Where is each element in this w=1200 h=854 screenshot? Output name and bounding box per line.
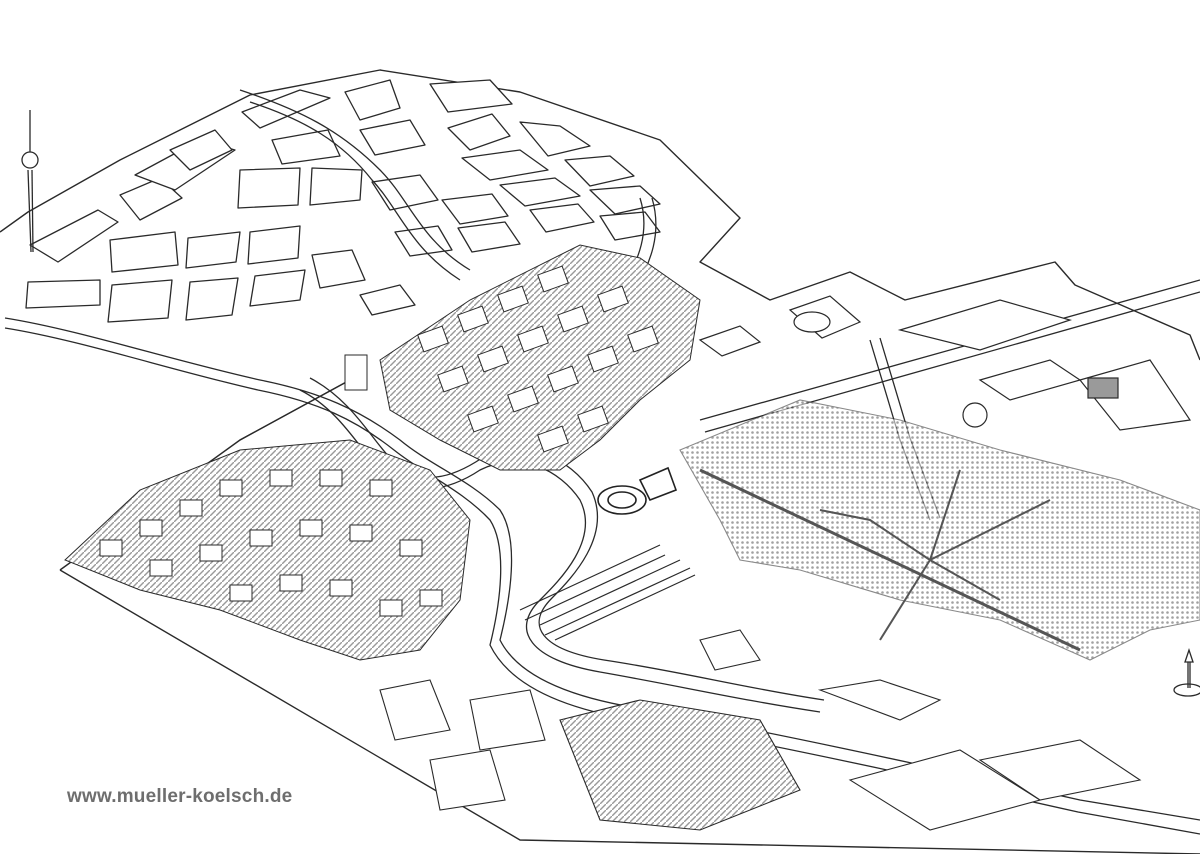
west-district-buildings [64, 439, 471, 661]
victory-column-icon [1173, 647, 1200, 697]
park-area [679, 399, 1200, 661]
central-district-buildings [344, 244, 701, 471]
website-watermark: www.mueller-koelsch.de [67, 786, 293, 807]
southeast-blocks [379, 629, 1142, 831]
tv-tower-icon [21, 110, 39, 253]
northeast-blocks [698, 295, 1192, 431]
railway-tracks [519, 544, 696, 641]
station-building [597, 466, 678, 515]
north-street-blocks [25, 79, 661, 323]
